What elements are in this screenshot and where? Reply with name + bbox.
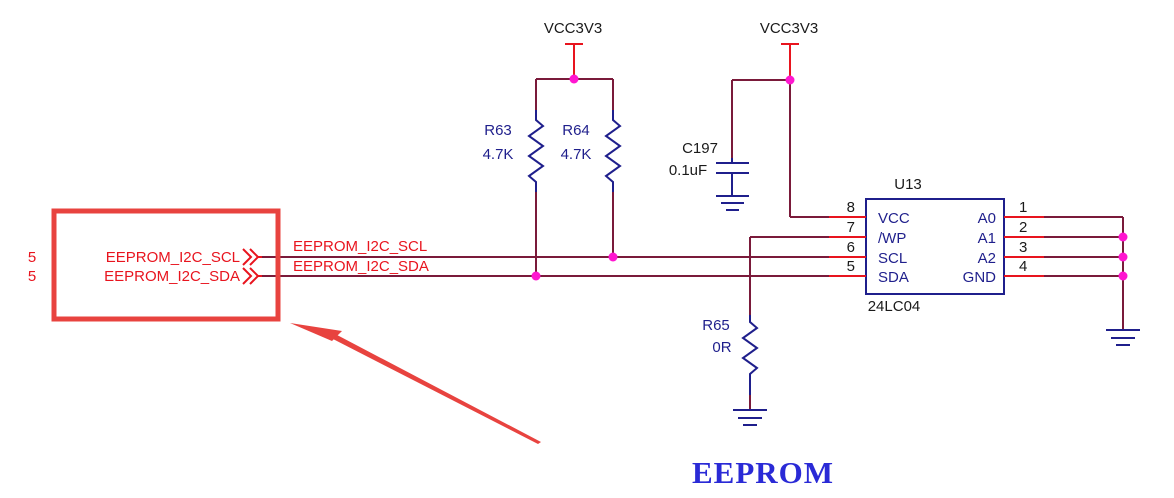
ground-symbol-r65 <box>733 409 767 426</box>
pin-name: SDA <box>878 269 909 286</box>
chip-right-pins: 1 2 3 4 A0 A1 A2 GND <box>963 199 1044 286</box>
vcc-label-left: VCC3V3 <box>544 20 602 37</box>
pin-name: SCL <box>878 250 907 267</box>
c197-ref: C197 <box>682 140 718 157</box>
pin-number: 3 <box>1019 239 1027 256</box>
junction-dots <box>531 74 1128 281</box>
pin-number: 1 <box>1019 199 1027 216</box>
r64-value: 4.7K <box>561 146 592 163</box>
pin-name: A2 <box>978 250 996 267</box>
c197-value: 0.1uF <box>669 162 707 179</box>
port-scl-name: EEPROM_I2C_SCL <box>106 249 240 266</box>
chip-u13[interactable]: U13 24LC04 8 7 6 5 VCC /WP SCL SDA 1 2 3 <box>829 176 1044 315</box>
port-sda[interactable]: 5 EEPROM_I2C_SDA <box>28 267 262 285</box>
chip-part-number: 24LC04 <box>868 298 921 315</box>
pin-name: /WP <box>878 230 906 247</box>
pin-name: GND <box>963 269 997 286</box>
vcc-power-right: VCC3V3 <box>760 20 818 80</box>
vcc-label-right: VCC3V3 <box>760 20 818 37</box>
port-scl[interactable]: 5 EEPROM_I2C_SCL <box>28 248 262 266</box>
junction-dot <box>1118 232 1128 242</box>
junction-dot <box>608 252 618 262</box>
pin-number: 8 <box>847 199 855 216</box>
wires <box>262 78 1124 330</box>
pin-number: 6 <box>847 239 855 256</box>
pin-name: A1 <box>978 230 996 247</box>
junction-dot <box>1118 252 1128 262</box>
capacitor-c197[interactable]: C197 0.1uF <box>669 140 749 196</box>
resistor-r65[interactable]: R65 0R <box>702 315 759 410</box>
highlight-box <box>51 208 281 322</box>
port-sda-chevron-icon <box>242 267 253 285</box>
pin-name: A0 <box>978 210 996 227</box>
pin-number: 5 <box>847 258 855 275</box>
annotation-arrow-icon <box>290 323 541 444</box>
chip-body <box>865 198 1005 295</box>
diagram-title: EEPROM <box>692 455 834 490</box>
pin-name: VCC <box>878 210 910 227</box>
resistor-r64[interactable]: R64 4.7K <box>561 110 622 192</box>
chip-left-pins: 8 7 6 5 VCC /WP SCL SDA <box>829 199 910 286</box>
port-sda-sheet: 5 <box>28 268 36 285</box>
pin-number: 7 <box>847 219 855 236</box>
net-label-sda: EEPROM_I2C_SDA <box>293 258 429 275</box>
port-sda-name: EEPROM_I2C_SDA <box>104 268 240 285</box>
vcc-power-left: VCC3V3 <box>544 20 602 79</box>
port-scl-chevron-icon <box>242 248 253 266</box>
junction-dot <box>531 271 541 281</box>
net-label-scl: EEPROM_I2C_SCL <box>293 238 427 255</box>
pin-number: 4 <box>1019 258 1027 275</box>
ground-symbol-cap <box>716 195 749 211</box>
junction-dot <box>785 75 795 85</box>
r63-value: 4.7K <box>483 146 514 163</box>
ground-symbol-right <box>1106 329 1140 346</box>
chip-ref: U13 <box>894 176 922 193</box>
r63-ref: R63 <box>484 122 512 139</box>
port-scl-sheet: 5 <box>28 249 36 266</box>
r64-ref: R64 <box>562 122 590 139</box>
pin-number: 2 <box>1019 219 1027 236</box>
r65-value: 0R <box>712 339 731 356</box>
resistor-r63[interactable]: R63 4.7K <box>483 110 545 192</box>
junction-dot <box>1118 271 1128 281</box>
r65-ref: R65 <box>702 317 730 334</box>
junction-dot <box>569 74 579 84</box>
